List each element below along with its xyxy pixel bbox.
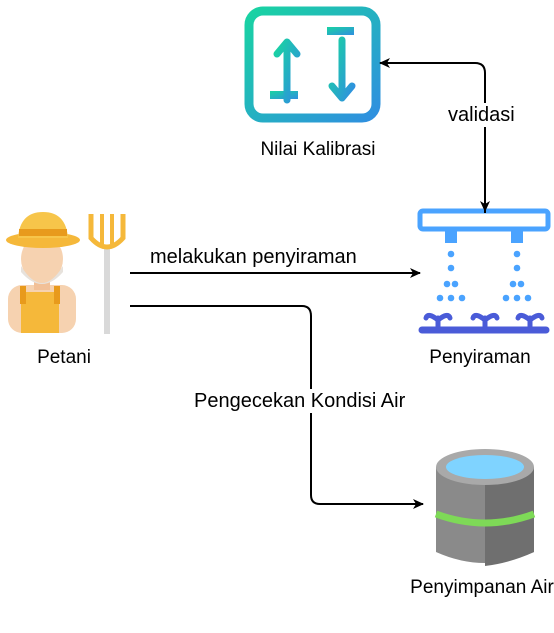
node-label-petani: Petani [37,347,91,368]
edge-label-validasi: validasi [445,103,518,127]
node-label-nilai-kalibrasi: Nilai Kalibrasi [260,139,376,160]
node-label-penyimpanan-air: Penyimpanan Air [410,577,554,598]
water-tank-icon [434,449,536,566]
node-label-penyiraman: Penyiraman [429,347,531,368]
farmer-icon [6,212,126,334]
edge-label-pengecekan-kondisi-air: Pengecekan Kondisi Air [192,389,408,413]
calibration-panel-icon [244,6,381,123]
edge-label-melakukan-penyiraman: melakukan penyiraman [150,246,357,268]
edge-validasi-line [379,58,486,213]
sprinkler-icon [417,208,551,334]
